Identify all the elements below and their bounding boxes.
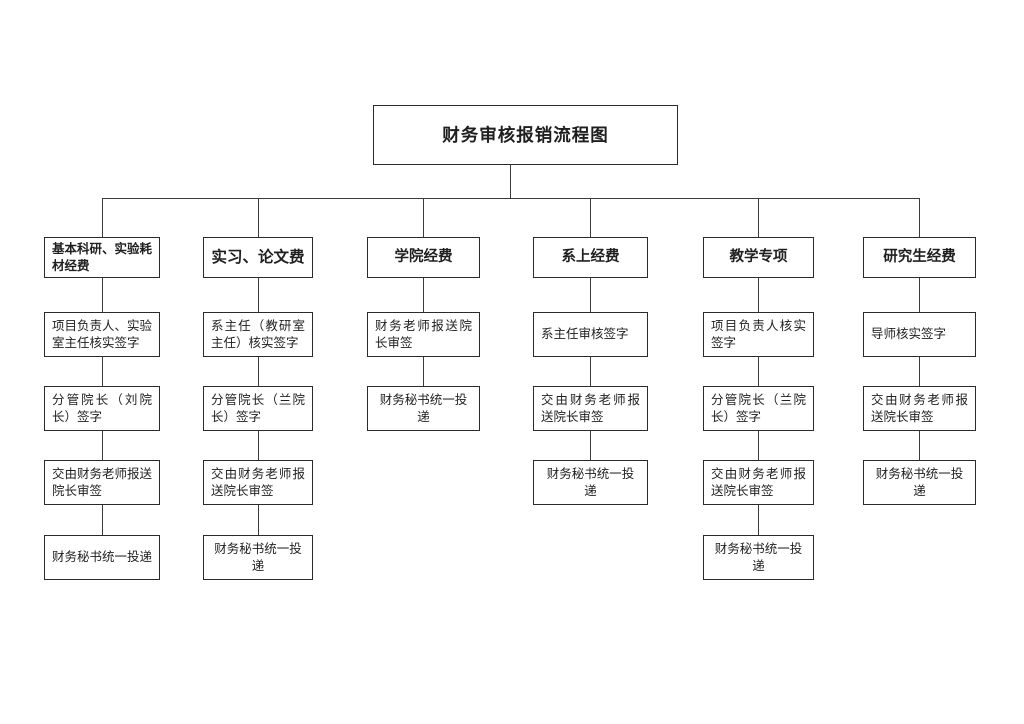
column-6-connector-line <box>919 431 920 460</box>
flowchart-title-box: 财务审核报销流程图 <box>373 105 678 165</box>
column-3-drop-line <box>423 198 424 237</box>
column-4-drop-line <box>590 198 591 237</box>
column-1-step-2-box: 分管院长（刘院长）签字 <box>44 386 160 431</box>
column-2-step-2-box: 分管院长（兰院长）签字 <box>203 386 313 431</box>
column-2-connector-line <box>258 357 259 386</box>
column-4-header-box-label: 系上经费 <box>561 249 620 265</box>
column-5-step-2-box-label: 分管院长（兰院长）签字 <box>711 392 806 424</box>
column-1-step-3-box-label: 交由财务老师报送院长审签 <box>52 466 153 498</box>
column-2-connector-line <box>258 278 259 312</box>
column-6-connector-line <box>919 278 920 312</box>
column-1-step-1-box-label: 项目负责人、实验室主任核实签字 <box>52 318 153 350</box>
column-5-connector-line <box>758 505 759 535</box>
flowchart-title: 财务审核报销流程图 <box>442 125 609 145</box>
column-2-step-2-box-label: 分管院长（兰院长）签字 <box>211 392 305 424</box>
column-1-connector-line <box>102 278 103 312</box>
column-6-connector-line <box>919 357 920 386</box>
column-5-step-4-box-label: 财务秘书统一投递 <box>714 541 803 573</box>
column-3-connector-line <box>423 357 424 386</box>
column-6-drop-line <box>919 198 920 237</box>
column-2-drop-line <box>258 198 259 237</box>
column-5-drop-line <box>758 198 759 237</box>
column-5-header-box: 教学专项 <box>703 237 814 278</box>
column-5-step-1-box-label: 项目负责人核实签字 <box>711 318 806 350</box>
column-5-connector-line <box>758 278 759 312</box>
column-4-connector-line <box>590 431 591 460</box>
column-5-step-1-box: 项目负责人核实签字 <box>703 312 814 357</box>
column-1-header-box: 基本科研、实验耗材经费 <box>44 237 160 278</box>
column-2-header-box: 实习、论文费 <box>203 237 313 278</box>
column-3-header-box: 学院经费 <box>367 237 480 278</box>
column-6-header-box: 研究生经费 <box>863 237 976 278</box>
column-2-step-1-box: 系主任（教研室主任）核实签字 <box>203 312 313 357</box>
column-4-step-2-box-label: 交由财务老师报送院长审签 <box>541 392 640 424</box>
column-3-header-box-label: 学院经费 <box>394 249 453 265</box>
column-6-header-box-label: 研究生经费 <box>883 249 956 265</box>
column-3-connector-line <box>423 278 424 312</box>
column-3-step-2-box: 财务秘书统一投递 <box>367 386 480 431</box>
column-4-connector-line <box>590 278 591 312</box>
column-6-step-2-box: 交由财务老师报送院长审签 <box>863 386 976 431</box>
column-1-step-4-box-label: 财务秘书统一投递 <box>52 550 153 564</box>
column-4-step-3-box: 财务秘书统一投递 <box>533 460 648 505</box>
column-5-connector-line <box>758 357 759 386</box>
column-2-connector-line <box>258 431 259 460</box>
column-2-step-3-box: 交由财务老师报送院长审签 <box>203 460 313 505</box>
column-2-step-4-box: 财务秘书统一投递 <box>203 535 313 580</box>
title-connector-line <box>510 165 511 198</box>
column-1-step-4-box: 财务秘书统一投递 <box>44 535 160 580</box>
column-4-header-box: 系上经费 <box>533 237 648 278</box>
column-4-step-3-box-label: 财务秘书统一投递 <box>546 466 635 498</box>
column-5-step-2-box: 分管院长（兰院长）签字 <box>703 386 814 431</box>
column-6-step-3-box: 财务秘书统一投递 <box>863 460 976 505</box>
column-6-step-2-box-label: 交由财务老师报送院长审签 <box>871 392 968 424</box>
column-4-step-1-box: 系主任审核签字 <box>533 312 648 357</box>
column-5-step-3-box: 交由财务老师报送院长审签 <box>703 460 814 505</box>
column-5-step-4-box: 财务秘书统一投递 <box>703 535 814 580</box>
column-1-connector-line <box>102 431 103 460</box>
column-3-step-1-box: 财务老师报送院长审签 <box>367 312 480 357</box>
column-1-step-2-box-label: 分管院长（刘院长）签字 <box>52 392 152 424</box>
column-4-step-2-box: 交由财务老师报送院长审签 <box>533 386 648 431</box>
column-1-header-box-label: 基本科研、实验耗材经费 <box>52 241 153 273</box>
column-6-step-3-box-label: 财务秘书统一投递 <box>875 466 964 498</box>
column-2-step-4-box-label: 财务秘书统一投递 <box>214 541 302 573</box>
column-4-step-1-box-label: 系主任审核签字 <box>541 327 629 341</box>
column-1-step-3-box: 交由财务老师报送院长审签 <box>44 460 160 505</box>
column-6-step-1-box: 导师核实签字 <box>863 312 976 357</box>
column-2-header-box-label: 实习、论文费 <box>211 249 305 266</box>
column-1-step-1-box: 项目负责人、实验室主任核实签字 <box>44 312 160 357</box>
column-1-drop-line <box>102 198 103 237</box>
column-2-connector-line <box>258 505 259 535</box>
column-3-step-2-box-label: 财务秘书统一投递 <box>379 392 468 424</box>
bus-connector-line <box>102 198 920 199</box>
column-5-header-box-label: 教学专项 <box>729 249 788 265</box>
column-1-connector-line <box>102 357 103 386</box>
column-1-connector-line <box>102 505 103 535</box>
column-5-connector-line <box>758 431 759 460</box>
column-4-connector-line <box>590 357 591 386</box>
column-3-step-1-box-label: 财务老师报送院长审签 <box>375 318 472 350</box>
column-2-step-1-box-label: 系主任（教研室主任）核实签字 <box>211 318 305 350</box>
column-5-step-3-box-label: 交由财务老师报送院长审签 <box>711 466 806 498</box>
column-2-step-3-box-label: 交由财务老师报送院长审签 <box>211 466 305 498</box>
column-6-step-1-box-label: 导师核实签字 <box>871 327 947 341</box>
